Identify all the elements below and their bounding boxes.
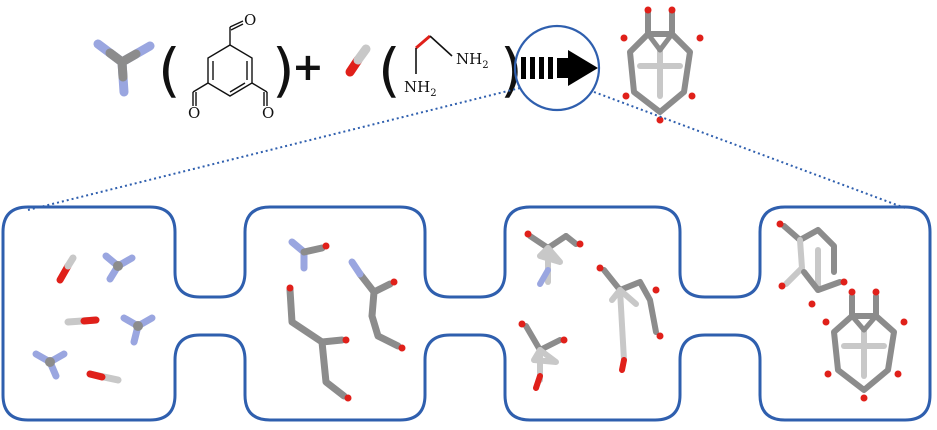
aldehyde-o-top: O [244,11,256,29]
microfluidic-channel-outline [1,205,932,422]
right-paren-2: ) [500,36,523,104]
ethylenediamine-structure [415,34,453,74]
stage-partial-cage-assembly [518,230,664,391]
aldehyde-o-left: O [188,104,200,122]
reaction-arrow-icon [521,50,598,86]
zoom-lens-icon [513,24,601,112]
left-paren-1: ( [158,36,181,104]
ethylene-unit-icon [345,44,371,77]
zoom-line-right [593,91,906,209]
stage-cage-formation [776,220,908,402]
tripodal-amine-icon [93,39,155,97]
plus-symbol: + [292,45,324,89]
amine-label-top: NH2 [456,50,489,71]
amine-label-bottom: NH2 [404,78,437,99]
trialdehyde-structure [192,20,268,106]
aldehyde-o-right: O [262,104,274,122]
molecular-cage-icon [620,6,704,124]
left-paren-2: ( [378,36,401,104]
stage-reactants-mixing [32,252,156,384]
stage-first-condensation [286,238,406,402]
right-paren-1: ) [272,36,295,104]
